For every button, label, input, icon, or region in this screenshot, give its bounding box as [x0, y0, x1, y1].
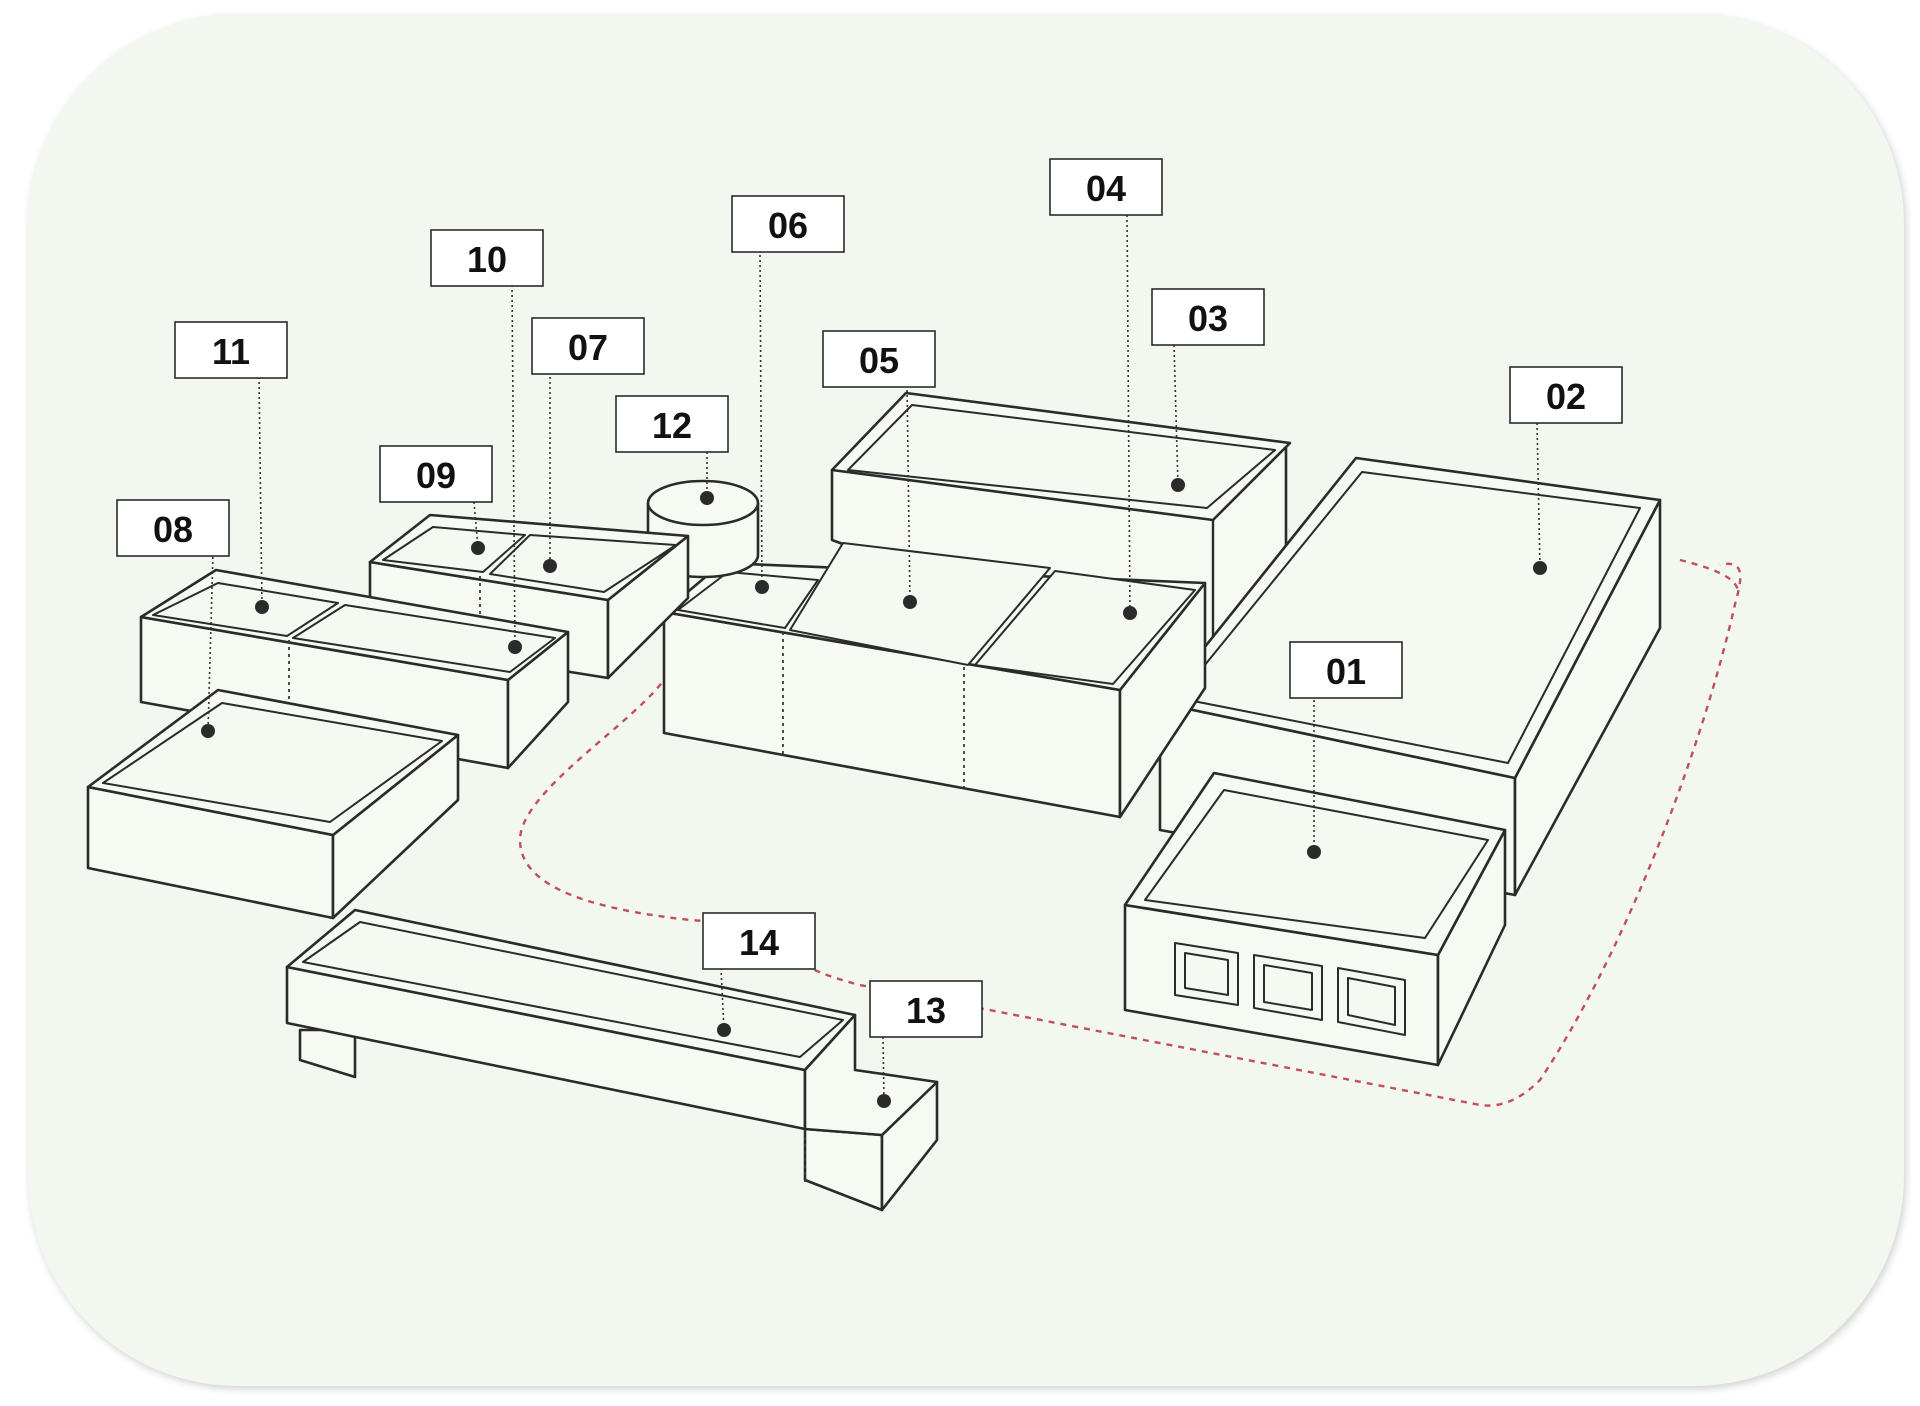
building-01 — [1123, 771, 1507, 1067]
label-10-text: 10 — [467, 239, 507, 280]
building-06-05-04 — [662, 542, 1207, 819]
label-09: 09 — [379, 445, 493, 503]
label-12-text: 12 — [652, 405, 692, 446]
label-05: 05 — [822, 330, 936, 388]
label-02: 02 — [1509, 366, 1623, 424]
building-08 — [86, 688, 460, 920]
marker-12 — [700, 491, 714, 505]
label-09-text: 09 — [416, 455, 456, 496]
marker-08 — [201, 724, 215, 738]
marker-10 — [508, 640, 522, 654]
building-02 — [1158, 456, 1662, 897]
marker-07 — [543, 559, 557, 573]
site-boundary — [518, 562, 1742, 1107]
site-boundary-corner — [1679, 558, 1740, 596]
label-13: 13 — [869, 980, 983, 1038]
leaders — [201, 214, 1547, 1108]
label-11-text: 11 — [212, 331, 250, 372]
label-08: 08 — [116, 499, 230, 557]
label-01: 01 — [1289, 641, 1403, 699]
label-11: 11 — [174, 321, 288, 379]
label-01-text: 01 — [1326, 651, 1366, 692]
building-14-13 — [285, 908, 939, 1212]
marker-04 — [1123, 606, 1137, 620]
label-03: 03 — [1151, 288, 1265, 346]
marker-09 — [471, 541, 485, 555]
label-14-text: 14 — [739, 922, 779, 963]
marker-11 — [255, 600, 269, 614]
marker-06 — [755, 580, 769, 594]
label-07: 07 — [531, 317, 645, 375]
marker-13 — [877, 1094, 891, 1108]
label-03-text: 03 — [1188, 298, 1228, 339]
marker-14 — [717, 1023, 731, 1037]
label-14: 14 — [702, 912, 816, 970]
marker-05 — [903, 595, 917, 609]
marker-03 — [1171, 478, 1185, 492]
window-row — [1174, 942, 1406, 1036]
label-04-text: 04 — [1086, 168, 1126, 209]
label-12: 12 — [615, 395, 729, 453]
label-10: 10 — [430, 229, 544, 287]
label-02-text: 02 — [1546, 376, 1586, 417]
label-08-text: 08 — [153, 509, 193, 550]
marker-01 — [1307, 845, 1321, 859]
label-07-text: 07 — [568, 327, 608, 368]
label-05-text: 05 — [859, 340, 899, 381]
label-06-text: 06 — [768, 205, 808, 246]
label-04: 04 — [1049, 158, 1163, 216]
marker-02 — [1533, 561, 1547, 575]
label-13-text: 13 — [906, 990, 946, 1031]
label-06: 06 — [731, 195, 845, 253]
